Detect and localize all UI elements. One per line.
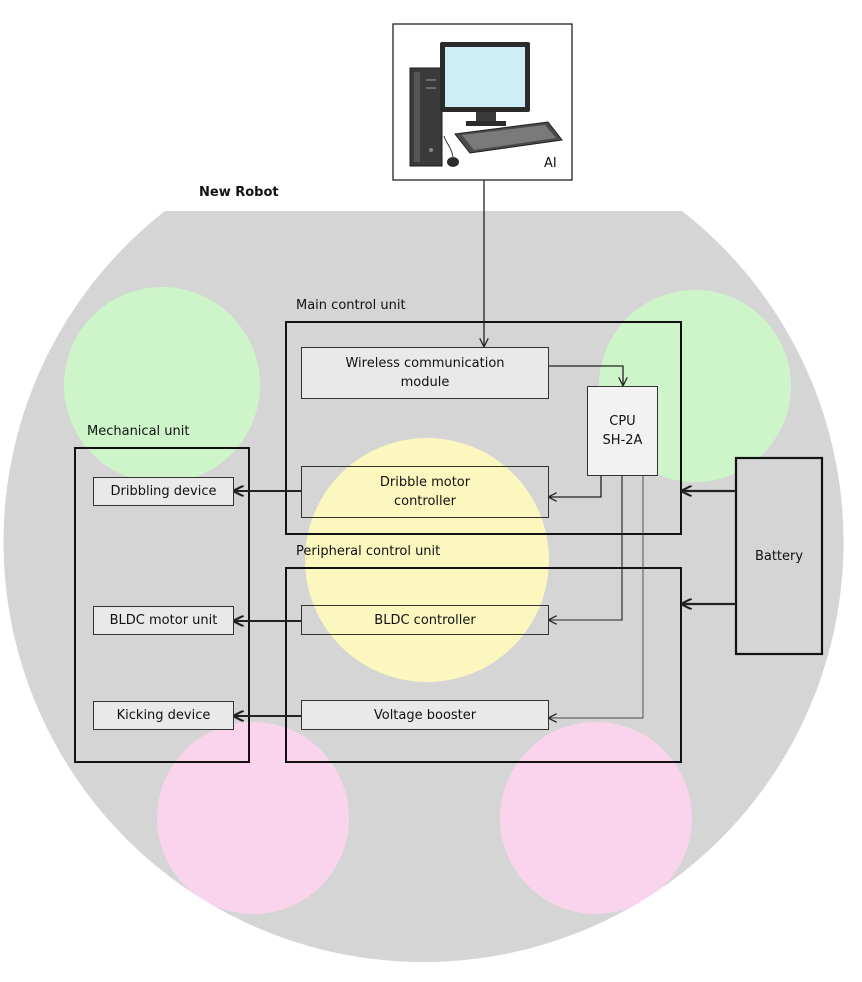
desktop-computer-icon bbox=[409, 42, 563, 167]
wireless-module-block: Wireless communication module bbox=[301, 347, 549, 399]
battery-box bbox=[734, 456, 824, 656]
mechanical-unit-frame bbox=[74, 447, 250, 763]
pc-label: AI bbox=[544, 156, 557, 171]
bldc-motor-unit-block: BLDC motor unit bbox=[93, 606, 234, 635]
peripheral-control-unit-label: Peripheral control unit bbox=[296, 544, 441, 559]
voltage-booster-label: Voltage booster bbox=[373, 707, 477, 723]
mechanical-unit-label: Mechanical unit bbox=[87, 424, 190, 439]
dribble-motor-controller-block: Dribble motor controller bbox=[301, 466, 549, 518]
cpu-block: CPU SH-2A bbox=[587, 386, 658, 476]
dribbling-device-block: Dribbling device bbox=[93, 477, 234, 506]
robot-title: New Robot bbox=[199, 185, 279, 200]
kicking-device-label: Kicking device bbox=[116, 708, 211, 723]
main-control-unit-label: Main control unit bbox=[296, 298, 406, 313]
kicking-device-block: Kicking device bbox=[93, 701, 234, 730]
wireless-module-label: Wireless communication module bbox=[345, 356, 505, 390]
voltage-booster-block: Voltage booster bbox=[301, 700, 549, 730]
bldc-controller-label: BLDC controller bbox=[374, 612, 476, 628]
link-cpu-to-voltage-booster bbox=[549, 475, 644, 718]
dribble-motor-controller-label: Dribble motor controller bbox=[379, 475, 471, 509]
dribbling-device-label: Dribbling device bbox=[110, 484, 217, 499]
wheel-rear-right bbox=[500, 722, 692, 914]
link-cpu-to-bldc-controller bbox=[549, 475, 623, 620]
wheel-front-left bbox=[64, 287, 260, 483]
bldc-controller-block: BLDC controller bbox=[301, 605, 549, 635]
bldc-motor-unit-label: BLDC motor unit bbox=[109, 613, 218, 628]
link-cpu-to-dribble-controller bbox=[549, 475, 602, 497]
wheel-rear-left bbox=[157, 722, 349, 914]
cpu-label: CPU SH-2A bbox=[602, 414, 643, 448]
battery-label: Battery bbox=[754, 548, 804, 564]
dribbler-roller bbox=[305, 438, 549, 682]
battery-block: Battery bbox=[736, 458, 822, 654]
peripheral-control-unit-frame bbox=[285, 567, 682, 763]
link-wireless-to-cpu bbox=[548, 365, 623, 385]
